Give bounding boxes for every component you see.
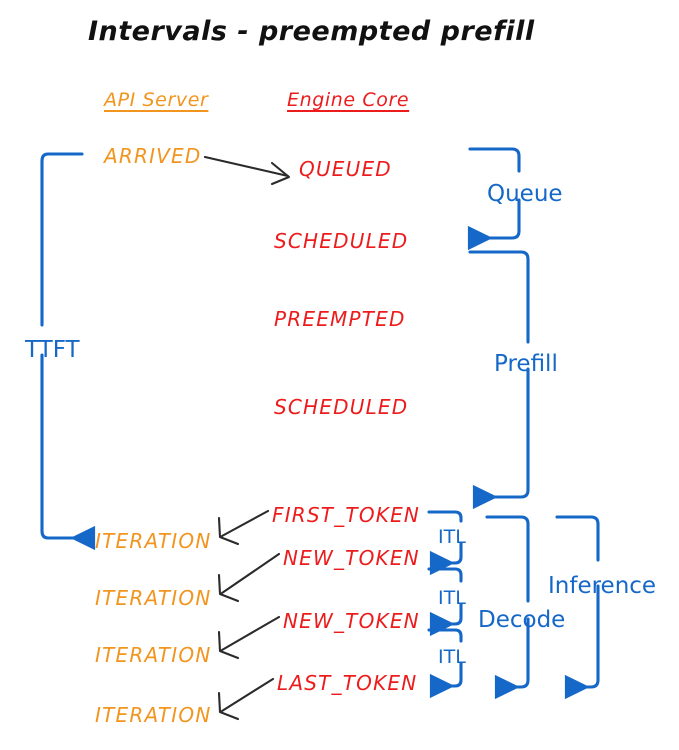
arrow-arrived-to-queued-head <box>270 161 291 186</box>
arrow-new-token-1-to-iteration <box>220 552 281 595</box>
interval-label-itl-2: ITL <box>438 587 466 609</box>
event-first-token: FIRST_TOKEN <box>272 503 421 527</box>
event-new-token-2: NEW_TOKEN <box>283 609 420 633</box>
interval-label-itl-1: ITL <box>438 526 466 548</box>
queue-bracket-top <box>468 147 521 173</box>
inference-bracket-top <box>555 515 600 562</box>
arrow-new-token-2-to-iteration <box>220 615 281 652</box>
itl-1-bracket-top <box>427 510 463 523</box>
interval-label-ttft: TTFT <box>25 337 80 363</box>
event-arrived: ARRIVED <box>104 144 202 168</box>
itl-2-bracket-bottom <box>445 602 463 626</box>
event-iteration-4: ITERATION <box>95 703 212 727</box>
page-title: Intervals - preempted prefill <box>88 16 535 47</box>
queue-bracket-bottom <box>484 198 521 240</box>
arrow-new-token-1-to-iteration-head <box>217 573 240 603</box>
itl-3-bracket-top <box>427 628 463 643</box>
event-new-token-1: NEW_TOKEN <box>283 546 420 570</box>
decode-bracket-bottom <box>511 617 530 689</box>
arrow-new-token-2-to-iteration-head <box>217 630 240 660</box>
itl-3-bracket-bottom <box>445 661 463 688</box>
decode-bracket-top <box>485 515 530 603</box>
interval-label-queue: Queue <box>487 181 563 207</box>
event-scheduled-1: SCHEDULED <box>274 229 409 253</box>
event-iteration-1: ITERATION <box>95 529 212 553</box>
ttft-bracket-top <box>40 152 84 327</box>
event-queued: QUEUED <box>299 157 392 181</box>
arrow-first-token-to-iteration-head <box>217 516 240 546</box>
arrow-first-token-to-iteration <box>220 509 270 538</box>
arrow-last-token-to-iteration <box>220 677 275 713</box>
interval-label-prefill: Prefill <box>494 351 558 377</box>
itl-2-bracket-top <box>427 567 463 583</box>
inference-bracket-bottom <box>581 584 600 689</box>
interval-label-decode: Decode <box>478 607 566 633</box>
event-iteration-2: ITERATION <box>95 586 212 610</box>
itl-1-bracket-bottom <box>445 541 463 565</box>
event-iteration-3: ITERATION <box>95 643 212 667</box>
arrow-last-token-to-iteration-head <box>217 691 240 721</box>
column-header-engine-core: Engine Core <box>287 89 410 111</box>
event-last-token: LAST_TOKEN <box>277 671 418 695</box>
column-header-api-server: API Server <box>104 89 209 111</box>
event-scheduled-2: SCHEDULED <box>274 395 409 419</box>
interval-label-itl-3: ITL <box>438 646 466 668</box>
arrow-arrived-to-queued <box>203 155 290 178</box>
prefill-bracket-bottom <box>492 367 530 499</box>
event-preempted: PREEMPTED <box>274 307 406 331</box>
prefill-bracket-top <box>468 250 530 344</box>
ttft-bracket-bottom <box>40 353 80 540</box>
interval-label-inference: Inference <box>548 573 657 599</box>
